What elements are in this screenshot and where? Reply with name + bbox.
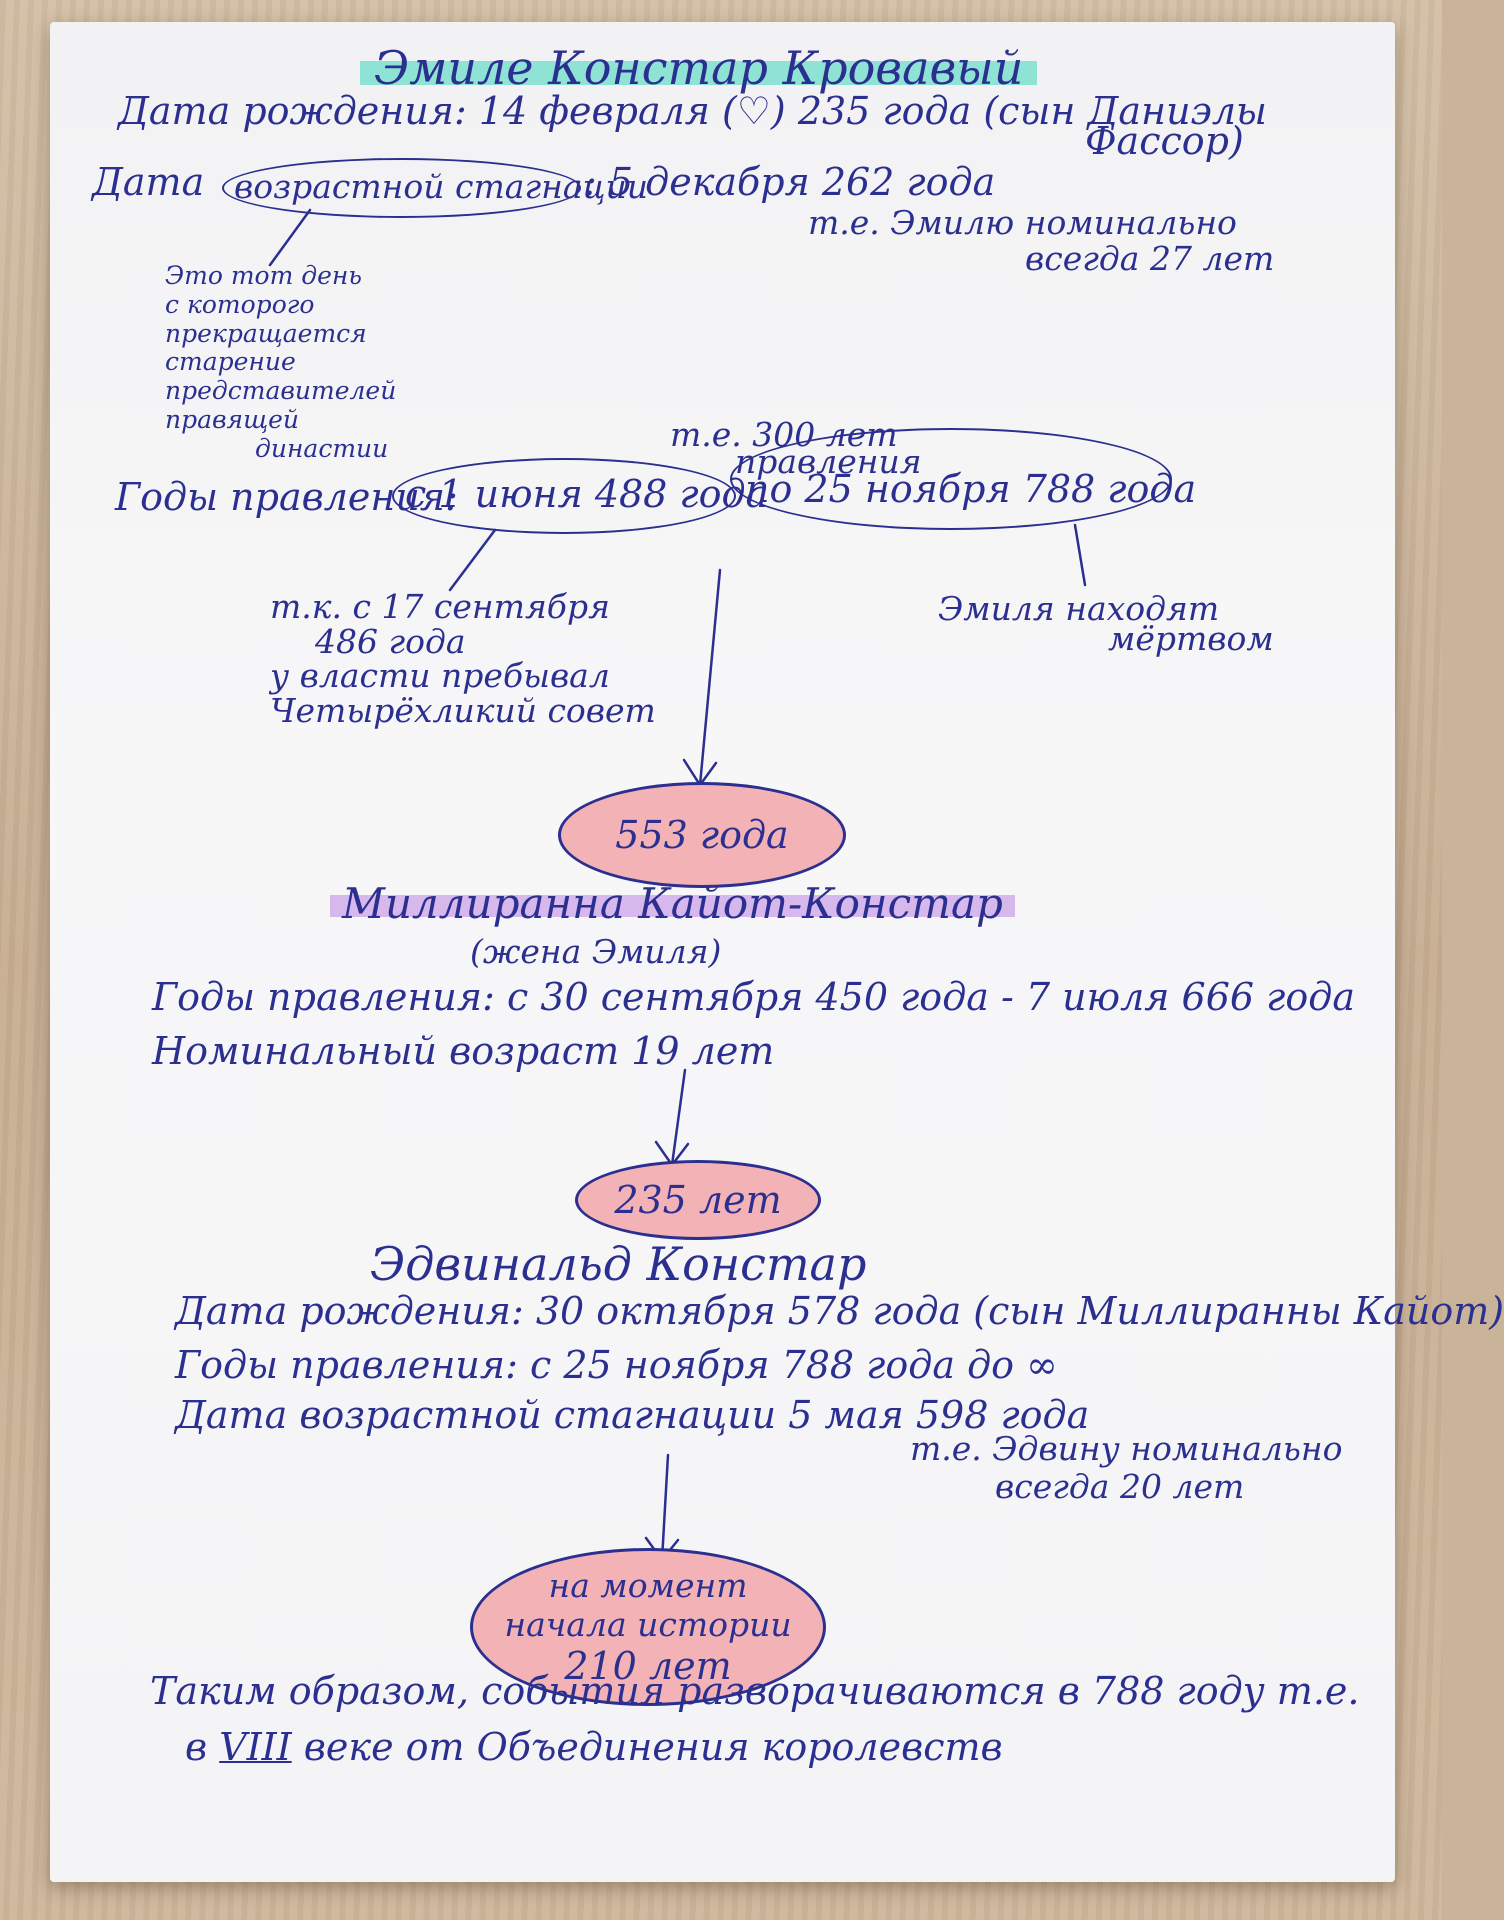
- emil-stagnation-circled: возрастной стагнации: [234, 167, 649, 206]
- conclusion-line2: в VIII веке от Объединения королевств: [185, 1725, 1003, 1769]
- emil-nominal-age-line1: т.е. Эмилю номинально: [808, 203, 1237, 242]
- emil-birth-mother-surname: Фассор): [1085, 119, 1244, 163]
- edvinald-nominal-age-line2: всегда 20 лет: [995, 1467, 1245, 1506]
- emil-reign-from: с 1 июня 488 года: [405, 472, 769, 516]
- millirann-nominal-age: Номинальный возраст 19 лет: [152, 1029, 775, 1073]
- edvinald-name: Эдвинальд Констар: [370, 1237, 867, 1291]
- page-title: Эмиле Констар Кровавый: [360, 44, 1038, 92]
- stagnation-note: Это тот день с которого прекращается ста…: [165, 261, 397, 463]
- edvinald-reign: Годы правления: с 25 ноября 788 года до …: [175, 1343, 1058, 1387]
- emil-nominal-age-line2: всегда 27 лет: [1025, 239, 1275, 278]
- emil-birth-date: Дата рождения: 14 февраля (♡) 235 года (…: [118, 89, 1267, 133]
- oval-235-years: 235 лет: [575, 1160, 821, 1240]
- oval-553-years: 553 года: [558, 782, 846, 888]
- council-note: т.к. с 17 сентября 486 года у власти пре…: [270, 587, 656, 730]
- reign-to-circle: [730, 428, 1172, 530]
- millirann-relation: (жена Эмиля): [470, 932, 722, 971]
- conclusion-line1: Таким образом, события разворачиваются в…: [150, 1669, 1360, 1713]
- reign-from-circle: [392, 458, 736, 534]
- emil-stagnation-label: Дата: [92, 160, 205, 204]
- edvinald-nominal-age-line1: т.е. Эдвину номинально: [910, 1429, 1343, 1468]
- emil-stagnation-date: : 5 декабря 262 года: [584, 160, 996, 204]
- emil-found-line2: мёртвом: [1108, 619, 1274, 658]
- oval-210-years: на момент начала истории 210 лет: [470, 1548, 826, 1706]
- stagnation-circle: [222, 158, 581, 218]
- emil-found-line1: Эмиля находят: [938, 589, 1220, 628]
- edvinald-stagnation: Дата возрастной стагнации 5 мая 598 года: [175, 1393, 1090, 1437]
- emil-reign-to: по 25 ноября 788 года: [745, 467, 1197, 511]
- century-roman-numeral: VIII: [219, 1725, 292, 1769]
- millirann-reign: Годы правления: с 30 сентября 450 года -…: [152, 975, 1355, 1019]
- edvinald-birth: Дата рождения: 30 октября 578 года (сын …: [175, 1289, 1504, 1333]
- millirann-name: Миллиранна Кайот-Констар: [330, 881, 1015, 927]
